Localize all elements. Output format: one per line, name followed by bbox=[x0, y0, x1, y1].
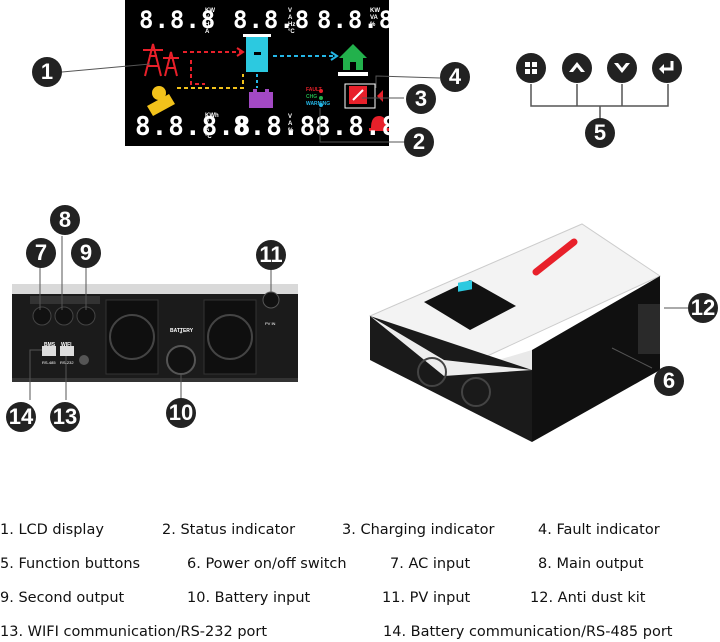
battery-input-port bbox=[166, 345, 196, 375]
callout-2: 2 bbox=[404, 127, 434, 157]
function-button-enter[interactable] bbox=[652, 53, 682, 83]
enter-icon bbox=[659, 61, 674, 74]
callout-7: 7 bbox=[26, 238, 56, 268]
inverter-3d-view bbox=[369, 223, 688, 442]
cooling-fans bbox=[105, 299, 257, 375]
wifi-sub-label: RS-232 bbox=[60, 360, 74, 365]
top-leader-lines bbox=[61, 63, 669, 143]
callout-11: 11 bbox=[256, 240, 286, 270]
callout-1: 1 bbox=[32, 57, 62, 87]
status-indicator-panel bbox=[319, 83, 383, 109]
function-button-menu[interactable] bbox=[516, 53, 546, 83]
callout-13: 13 bbox=[50, 402, 80, 432]
home-icon bbox=[338, 44, 368, 76]
legend-item-6: 6. Power on/off switch bbox=[187, 556, 347, 572]
svg-text:+: + bbox=[180, 330, 183, 336]
callout-14: 14 bbox=[6, 402, 36, 432]
grid-icon bbox=[525, 62, 537, 74]
ac-terminal-blocks bbox=[30, 296, 100, 326]
function-button-down[interactable] bbox=[607, 53, 637, 83]
lcd-top-left-value: 8.8.8 bbox=[139, 6, 217, 34]
pv-input-port bbox=[262, 291, 280, 309]
legend-item-9: 9. Second output bbox=[0, 590, 125, 606]
grid-tower-icon bbox=[143, 43, 179, 77]
legend-item-14: 14. Battery communication/RS-485 port bbox=[383, 624, 673, 640]
alarm-bell-icon bbox=[371, 116, 387, 128]
legend-item-7: 7. AC input bbox=[390, 556, 471, 572]
callout-6: 6 bbox=[654, 366, 684, 396]
legend-item-1: 1. LCD display bbox=[0, 522, 104, 538]
pv-flow-line bbox=[177, 74, 244, 89]
lcd-bottom-left-value: 8.8.8.8 bbox=[135, 112, 252, 142]
callout-9: 9 bbox=[71, 238, 101, 268]
inverter-back-panel-view: + bbox=[12, 236, 298, 400]
battery-icon bbox=[249, 89, 273, 108]
legend-item-10: 10. Battery input bbox=[187, 590, 311, 606]
callout-12: 12 bbox=[688, 293, 718, 323]
lcd-flow-diagram bbox=[143, 34, 389, 131]
callout-5: 5 bbox=[585, 118, 615, 148]
battery-label: BATTERY bbox=[170, 328, 194, 334]
lcd-bottom-right-value: 8.8.8 bbox=[315, 112, 399, 142]
lcd-top-right-value: 8.8.8 bbox=[317, 6, 395, 34]
callout-8: 8 bbox=[50, 205, 80, 235]
legend-item-11: 11. PV input bbox=[382, 590, 471, 606]
callout-3: 3 bbox=[406, 84, 436, 114]
lcd-bottom-mid-value: 8.8.8 bbox=[233, 112, 317, 142]
legend-item-13: 13. WIFI communication/RS-232 port bbox=[0, 624, 268, 640]
bms-sub-label: RS-485 bbox=[42, 360, 56, 365]
wifi-port bbox=[60, 346, 74, 356]
legend-item-3: 3. Charging indicator bbox=[342, 522, 495, 538]
down-arrow-icon bbox=[614, 63, 630, 73]
function-button-up[interactable] bbox=[562, 53, 592, 83]
legend-item-12: 12. Anti dust kit bbox=[530, 590, 646, 606]
bms-port bbox=[42, 346, 56, 356]
wifi-label: WIFI bbox=[61, 342, 72, 348]
bms-label: BMS bbox=[44, 342, 56, 348]
legend-item-5: 5. Function buttons bbox=[0, 556, 141, 572]
legend-item-8: 8. Main output bbox=[538, 556, 644, 572]
grid-pv-flow-line bbox=[190, 60, 205, 85]
callout-10: 10 bbox=[166, 398, 196, 428]
legend-item-2: 2. Status indicator bbox=[162, 522, 296, 538]
callout-4: 4 bbox=[440, 62, 470, 92]
pv-label: PV IN bbox=[265, 321, 276, 326]
lcd-top-mid-value: 8.8.8 bbox=[233, 6, 311, 34]
solar-panel-icon bbox=[147, 86, 175, 116]
legend-item-4: 4. Fault indicator bbox=[538, 522, 660, 538]
up-arrow-icon bbox=[569, 62, 585, 72]
